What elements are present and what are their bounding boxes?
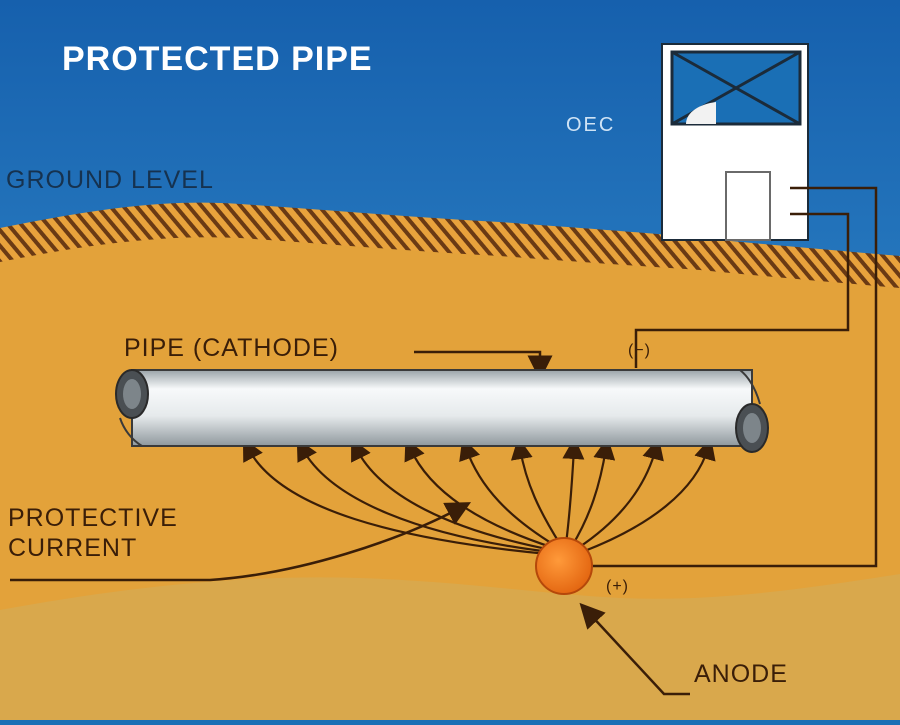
positive-wire [592,186,878,568]
pipe-cathode-label: PIPE (CATHODE) [124,334,339,362]
anode-label-leader [579,602,690,696]
current-arrow [571,437,616,547]
protective-label-leader [10,502,472,582]
protective-current-label-line2: CURRENT [8,534,138,562]
deep-soil-layer [0,574,900,720]
protective-current-label-line1: PROTECTIVE [8,504,178,532]
protective-current-arrows [242,437,716,556]
oec-label: OEC [566,114,616,136]
ground-level-label: GROUND LEVEL [6,166,214,194]
anode-label: ANODE [694,660,788,688]
negative-terminal-label: (−) [628,342,651,359]
current-arrow [459,437,557,547]
negative-wire [634,212,850,368]
anode [535,537,593,595]
current-arrow [404,437,555,550]
current-arrow [510,437,561,545]
oec-rectifier-tower [661,43,809,241]
positive-terminal-label: (+) [606,578,629,595]
current-arrow [242,438,549,556]
current-arrow [577,437,664,549]
pipe-cathode [115,369,769,453]
current-arrow [351,438,553,552]
current-arrow [581,437,716,554]
pipe-label-leader [414,350,553,381]
current-arrow [296,438,551,554]
current-arrow [562,437,585,545]
diagram-title: PROTECTED PIPE [62,40,373,78]
wiring [10,186,878,696]
